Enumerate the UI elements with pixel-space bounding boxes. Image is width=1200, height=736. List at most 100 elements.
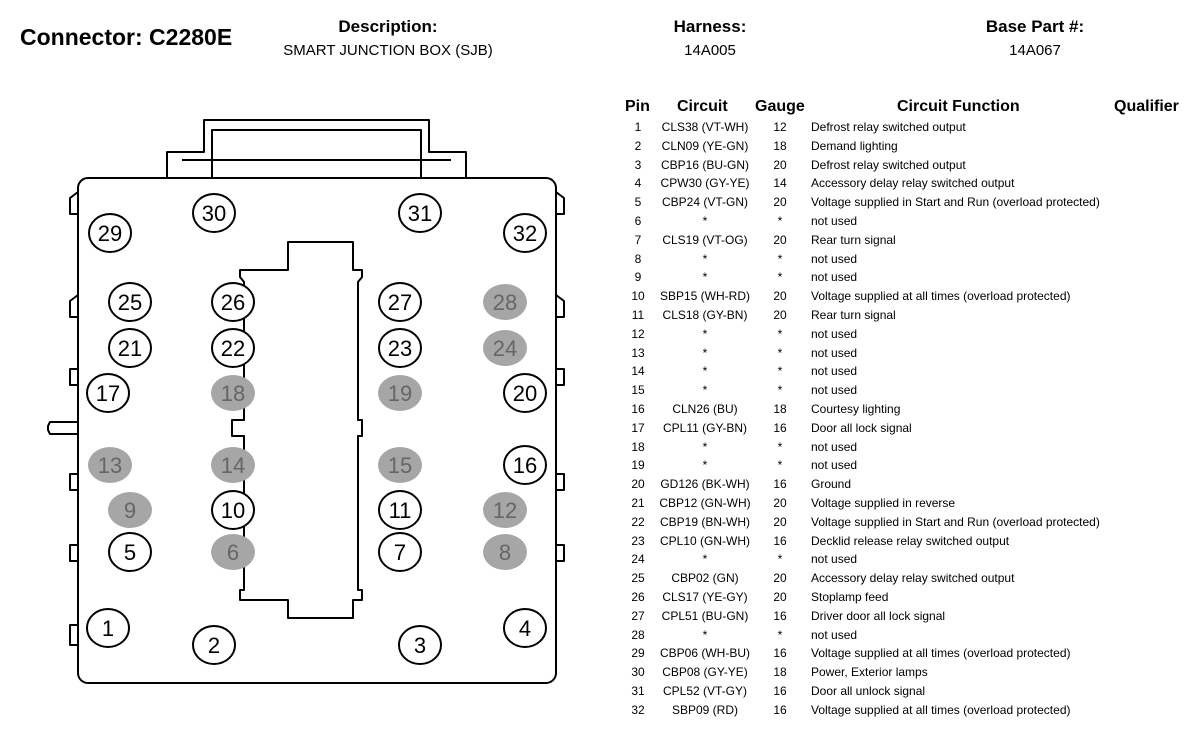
circuit-code: CPL51 (BU-GN) — [661, 608, 749, 623]
circuit-code: CLS19 (VT-OG) — [662, 232, 748, 247]
circuit-function: not used — [811, 439, 858, 454]
pin-label: 26 — [221, 290, 245, 315]
wire-gauge: * — [777, 213, 783, 228]
pin-label: 22 — [221, 336, 245, 361]
pin-31: 31 — [398, 193, 442, 233]
pin-label: 27 — [388, 290, 412, 315]
circuit-code: CLN26 (BU) — [672, 401, 738, 416]
pin-6: 6 — [211, 534, 255, 570]
circuit-code: CLS18 (GY-BN) — [662, 307, 748, 322]
pin-circle — [378, 282, 422, 322]
wire-gauge: 12 — [773, 120, 787, 134]
header-gauge: Gauge — [755, 98, 805, 115]
pin-number: 25 — [631, 571, 645, 586]
circuit-code: * — [702, 364, 708, 379]
circuit-code: * — [702, 251, 708, 266]
circuit-code: * — [702, 383, 708, 398]
wire-gauge: 20 — [773, 571, 787, 586]
circuit-code: CBP19 (BN-WH) — [659, 514, 750, 529]
pin-circle — [503, 608, 547, 648]
pin-30: 30 — [192, 193, 236, 233]
pin-circle — [211, 328, 255, 368]
pin-label: 16 — [513, 453, 537, 478]
pin-26: 26 — [211, 282, 255, 322]
header-circuit: Circuit — [677, 98, 728, 115]
pin-25: 25 — [108, 282, 152, 322]
circuit-code: CPL11 (GY-BN) — [662, 420, 748, 435]
pin-19: 19 — [378, 375, 422, 411]
pin-label: 15 — [388, 453, 412, 478]
connector-key — [47, 421, 78, 435]
connector-latch — [166, 119, 467, 180]
pin-15: 15 — [378, 447, 422, 483]
table-row: 15**not used — [612, 381, 1200, 400]
pin-circle — [378, 532, 422, 572]
pin-label: 5 — [124, 540, 136, 565]
pin-label: 29 — [98, 221, 122, 246]
circuit-code: * — [702, 345, 708, 360]
circuit-function: Ground — [811, 477, 852, 492]
pin-label: 10 — [221, 498, 245, 523]
wire-gauge: 14 — [773, 176, 787, 191]
wire-gauge: * — [777, 552, 783, 567]
table-row: 12**not used — [612, 325, 1200, 344]
table-row: 18**not used — [612, 438, 1200, 457]
pin-circle — [503, 213, 547, 253]
table-row: 8**not used — [612, 250, 1200, 269]
circuit-code: * — [702, 552, 708, 567]
pin-circle — [483, 330, 527, 366]
connector-latch-inner — [211, 129, 422, 180]
circuit-code: * — [702, 458, 708, 473]
pin-circle — [211, 282, 255, 322]
pin-label: 18 — [221, 381, 245, 406]
pin-number: 13 — [631, 345, 645, 360]
pin-label: 17 — [96, 381, 120, 406]
pin-number: 23 — [631, 533, 645, 548]
circuit-code: * — [702, 270, 708, 285]
pin-number: 12 — [631, 326, 645, 341]
pin-22: 22 — [211, 328, 255, 368]
header-qualifier: Qualifier — [1114, 98, 1179, 115]
circuit-function: Door all unlock signal — [811, 683, 926, 698]
circuit-function: Door all lock signal — [811, 420, 912, 435]
pin-label: 31 — [408, 201, 432, 226]
table-row: 14**not used — [612, 362, 1200, 381]
circuit-function: Power, Exterior lamps — [811, 665, 928, 680]
circuit-function: Defrost relay switched output — [811, 120, 966, 134]
wire-gauge: 16 — [773, 477, 787, 492]
circuit-code: SBP15 (WH-RD) — [659, 289, 750, 304]
circuit-code: CLN09 (YE-GN) — [661, 138, 749, 153]
pin-circle — [108, 282, 152, 322]
circuit-function: not used — [811, 213, 858, 228]
circuit-function: Voltage supplied at all times (overload … — [811, 646, 1071, 661]
circuit-code: * — [702, 439, 708, 454]
pin-number: 1 — [634, 120, 642, 134]
pin-14: 14 — [211, 447, 255, 483]
wire-gauge: 20 — [773, 514, 787, 529]
pin-label: 30 — [202, 201, 226, 226]
pin-number: 5 — [634, 195, 642, 210]
pin-circle — [211, 534, 255, 570]
circuit-function: Voltage supplied at all times (overload … — [811, 289, 1071, 304]
pin-3: 3 — [398, 625, 442, 665]
pin-4: 4 — [503, 608, 547, 648]
wire-gauge: 16 — [773, 683, 787, 698]
base-part-label: Base Part #: — [985, 17, 1085, 36]
wire-gauge: * — [777, 627, 783, 642]
circuit-code: CPL10 (GN-WH) — [659, 533, 750, 548]
pin-27: 27 — [378, 282, 422, 322]
wire-gauge: 18 — [773, 665, 787, 680]
pin-label: 25 — [118, 290, 142, 315]
circuit-code: CPW30 (GY-YE) — [660, 176, 750, 191]
pin-number: 26 — [631, 589, 645, 604]
pin-circle — [378, 328, 422, 368]
